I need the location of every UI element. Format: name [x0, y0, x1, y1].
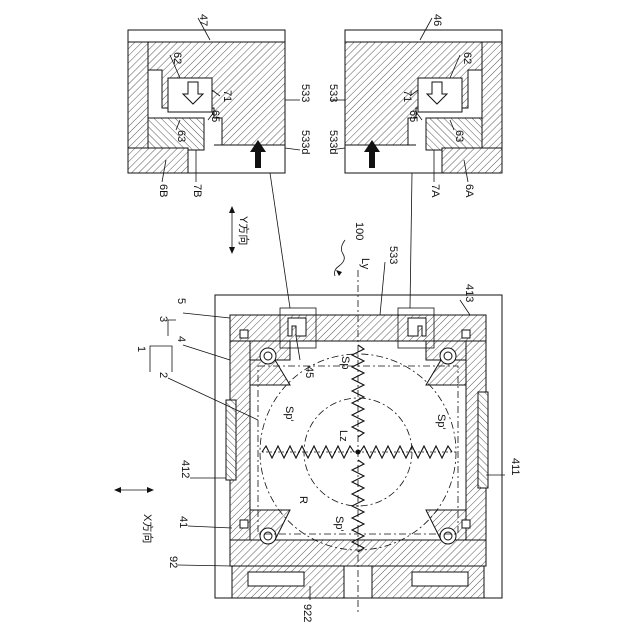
main-view [150, 240, 505, 612]
label-62-right: 62 [461, 52, 473, 64]
plate-411 [478, 392, 488, 488]
label-411: 411 [509, 458, 521, 476]
label-Ly: Ly [359, 258, 371, 270]
label-533d-right: 533d [327, 130, 339, 154]
label-533-right: 533 [327, 84, 339, 102]
label-5: 5 [175, 298, 187, 304]
label-413: 413 [463, 284, 475, 302]
label-46: 46 [431, 14, 443, 26]
leader-to-detail-right [410, 173, 412, 308]
label-41: 41 [177, 516, 189, 528]
label-6A: 6A [463, 184, 475, 198]
label-2: 2 [157, 372, 169, 378]
label-x-direction: X方向 [141, 514, 155, 543]
label-63-left: 63 [175, 130, 187, 142]
label-Lz: Lz [337, 430, 349, 442]
label-Sp-prime-bottom: Sp' [333, 516, 345, 532]
label-47: 47 [197, 14, 209, 26]
label-65-left: 65 [209, 110, 221, 122]
label-71-left: 71 [221, 90, 233, 102]
label-533d-left: 533d [299, 130, 311, 154]
label-533-left: 533 [299, 84, 311, 102]
label-100: 100 [353, 222, 365, 240]
label-3: 3 [157, 316, 169, 322]
label-45: 45 [303, 366, 315, 378]
label-4: 4 [175, 336, 187, 342]
label-92: 92 [167, 556, 179, 568]
label-412: 412 [179, 460, 191, 478]
label-Sp: Sp [339, 356, 351, 369]
detail-left [128, 18, 300, 182]
label-71-right: 71 [401, 90, 413, 102]
label-Sp-prime-right: Sp' [435, 414, 447, 430]
y-direction-indicator [229, 206, 235, 254]
label-7A: 7A [429, 184, 441, 198]
label-6B: 6B [157, 184, 169, 197]
label-62-left: 62 [171, 52, 183, 64]
detail-right [330, 18, 502, 182]
label-1: 1 [135, 346, 147, 352]
label-7B: 7B [191, 184, 203, 197]
plate-412 [226, 400, 236, 480]
label-65-right: 65 [407, 110, 419, 122]
leader-to-detail-left [270, 173, 290, 308]
label-922: 922 [301, 604, 313, 622]
x-direction-indicator [114, 487, 154, 493]
label-533-main: 533 [387, 246, 399, 264]
label-y-direction: Y方向 [237, 216, 251, 245]
label-Sp-prime-left: Sp' [283, 406, 295, 422]
label-R: R [297, 496, 309, 504]
label-63-right: 63 [453, 130, 465, 142]
